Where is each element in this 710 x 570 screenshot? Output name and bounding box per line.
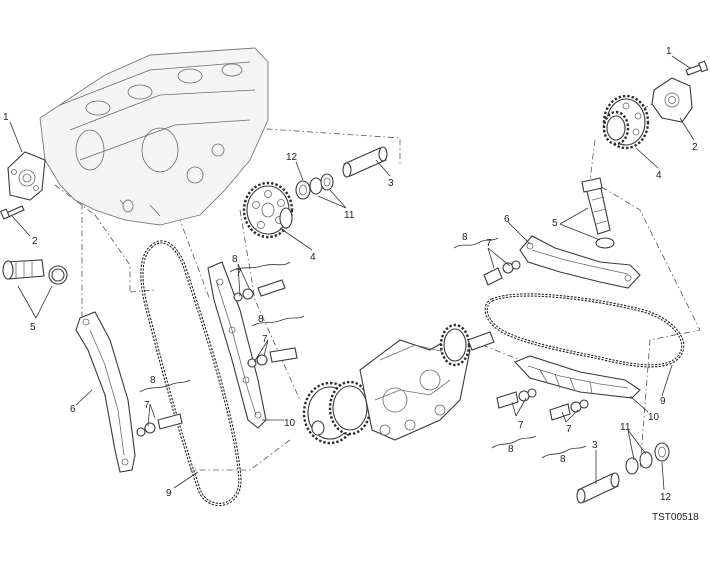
callout-c11b: 11 [620, 422, 631, 433]
callout-c7a: 7 [144, 400, 150, 411]
left-chain-guide [75, 311, 136, 473]
callout-c8f: 8 [560, 454, 566, 465]
right-chain-guide [519, 235, 641, 289]
callout-c1a: 1 [3, 112, 9, 123]
callout-c7e: 7 [518, 420, 524, 431]
callout-c8e: 8 [508, 444, 514, 455]
callout-c10b: 10 [648, 412, 660, 423]
left-cam-sprocket [242, 181, 294, 239]
callout-c7b: 7 [236, 268, 242, 279]
callout-c8b: 8 [232, 254, 238, 265]
cylinder-head [39, 47, 269, 226]
callout-c6a: 6 [70, 404, 76, 415]
callout-c10a: 10 [284, 418, 296, 429]
left-tensioner-cover [7, 151, 46, 201]
callout-c7f: 7 [566, 424, 572, 435]
right-tensioner-cover [651, 77, 693, 123]
callout-c11a: 11 [344, 210, 355, 221]
left-tensioner [2, 259, 68, 285]
callout-c1b: 1 [666, 46, 672, 57]
right-idler-pin [576, 442, 670, 504]
right-bolt [685, 60, 709, 76]
right-fixed-rail [514, 355, 641, 399]
diagram-code: TST00518 [652, 512, 699, 523]
callout-c8d: 8 [462, 232, 468, 243]
left-fixed-rail [207, 261, 267, 429]
leader-lines [9, 55, 695, 491]
callout-c8a: 8 [150, 375, 156, 386]
left-bolt [0, 205, 25, 220]
callout-c2b: 2 [692, 142, 698, 153]
left-idler-pin [295, 146, 388, 200]
callout-c7d: 7 [486, 238, 492, 249]
callout-c3b: 3 [592, 440, 598, 451]
right-cam-sprocket [602, 94, 650, 150]
callout-c2a: 2 [32, 236, 38, 247]
callout-c5a: 5 [30, 322, 36, 333]
callout-c3a: 3 [388, 178, 394, 189]
callout-c9b: 9 [660, 396, 666, 407]
right-tensioner [581, 177, 615, 249]
callout-c4b: 4 [656, 170, 662, 181]
left-fasteners [136, 261, 305, 437]
callouts: 1 2 5 6 7 8 9 12 11 3 4 8 7 8 7 10 1 2 4… [3, 46, 698, 503]
crankshaft [302, 323, 495, 445]
callout-c5b: 5 [552, 218, 558, 229]
callout-c8c: 8 [258, 314, 264, 325]
callout-c4a: 4 [310, 252, 316, 263]
right-timing-chain [484, 293, 685, 368]
callout-c6b: 6 [504, 214, 510, 225]
callout-c7c: 7 [262, 334, 268, 345]
callout-c12b: 12 [660, 492, 672, 503]
callout-c12a: 12 [286, 152, 298, 163]
left-timing-chain [140, 240, 242, 507]
right-fasteners [453, 237, 589, 459]
callout-c9a: 9 [166, 488, 172, 499]
